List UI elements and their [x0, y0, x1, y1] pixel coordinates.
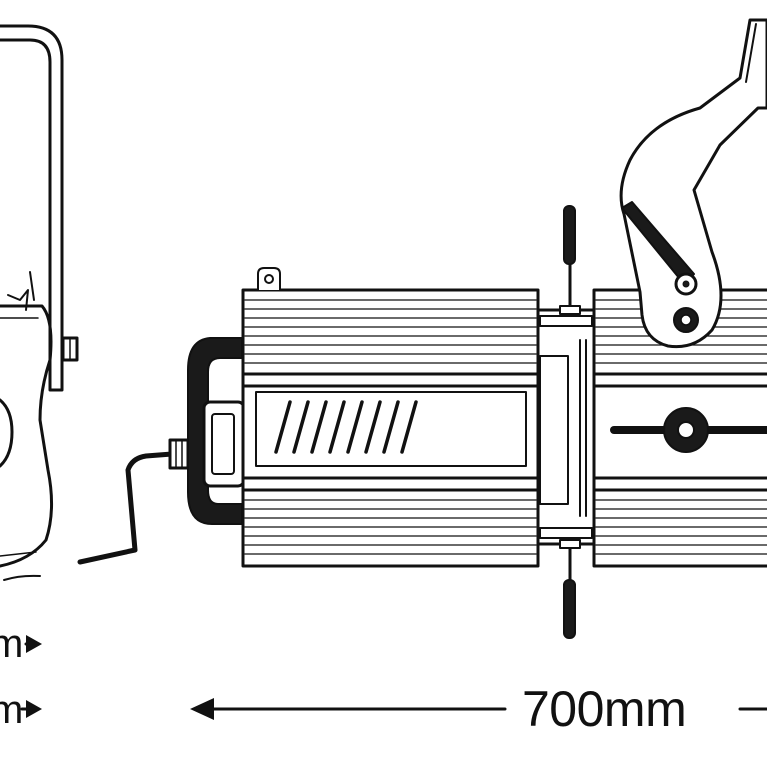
side-body	[0, 304, 54, 568]
rear-housing-bottom-fins	[244, 499, 537, 555]
dimension-label-partial-top: m	[0, 622, 24, 666]
side-lens	[0, 398, 14, 468]
dim-arrowhead-left	[190, 698, 214, 720]
power-cable	[77, 451, 175, 565]
fixture-front-view	[77, 18, 767, 639]
cable-gland	[168, 438, 190, 470]
dimension-label-partial-bottom: m	[0, 688, 24, 732]
side-view	[0, 24, 79, 581]
dim-arrowhead-bottom-right	[26, 700, 42, 718]
vent-slots	[274, 400, 418, 454]
tilt-lock-lever	[621, 201, 695, 285]
shutter-handle-bottom	[563, 579, 576, 639]
top-tab	[257, 267, 281, 291]
rear-housing-top-fins	[244, 299, 537, 364]
lens-tube-bottom-fins	[595, 499, 767, 555]
yoke-arm	[619, 18, 767, 349]
dimension-label-width: 700mm	[522, 681, 687, 737]
shutter-handle-top	[563, 205, 576, 265]
side-yoke	[0, 24, 64, 392]
dim-arrowhead-top-right	[26, 635, 42, 653]
